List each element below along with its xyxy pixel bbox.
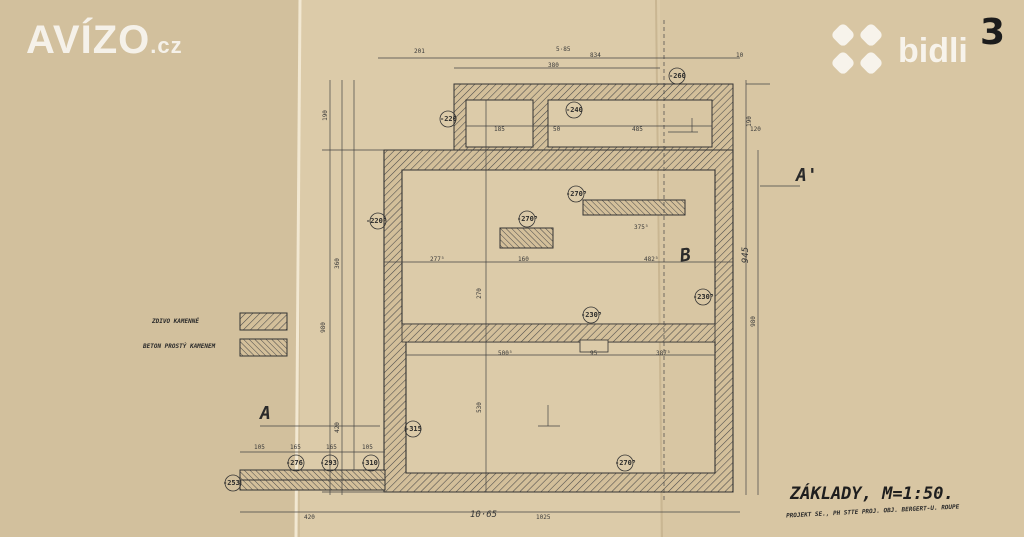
legend-swatch-stone [239,312,288,331]
dimension-label: 420 [333,422,341,433]
level-label: -315 [405,425,422,433]
dimension-label: 190 [745,116,753,127]
avizo-watermark: AVÍZO.cz [26,18,183,62]
level-label: -253 [223,479,240,487]
level-label: -270⁵ [566,190,588,198]
paper-left-panel [0,0,300,537]
dimension-label: 160 [518,256,529,263]
interior-footing-2 [499,227,554,249]
legend-label-stone: ZDIVO KAMENNÉ [152,318,199,325]
bidli-logo-icon [832,24,882,74]
dimension-label: 530 [475,402,483,413]
dimension-label: 980 [319,322,327,333]
level-label: -276 [286,459,303,467]
page-number: 3 [980,12,1006,53]
level-label: -220 [440,115,457,123]
level-markers [224,67,712,492]
bidli-watermark: bidli [828,22,968,80]
annex-wall [453,83,734,153]
dimension-label: 105 [254,444,265,451]
dimension-label: 277⁵ [430,256,445,263]
dimension-label: 165 [326,444,337,451]
section-mark-a-left: A [260,403,271,424]
dimension-label: 105 [362,444,373,451]
dimension-lines [240,20,800,513]
stepped-footings [239,469,386,491]
level-label: -260 [669,72,686,80]
level-label: -230⁵ [693,293,715,301]
dimension-label: 485 [632,126,643,133]
interior-footing-1 [582,199,686,216]
level-label: -220⁵ [366,217,388,225]
legend-label-concrete: BETON PROSTÝ KAMENEM [143,343,216,350]
dimension-label: 360 [333,258,341,269]
dimension-label: 95 [590,350,598,357]
legend-swatch-concrete [239,338,288,357]
dimension-label: 420 [304,514,315,521]
fold-line-1 [294,0,302,537]
dimension-label: 1025 [536,514,551,521]
level-label: -230⁵ [581,311,603,319]
dimension-label: 120 [750,126,761,133]
level-label: -270⁵ [615,459,637,467]
dimension-label: 165 [290,444,301,451]
dimension-label: 834 [590,52,601,59]
dimension-label: 500⁵ [498,350,513,357]
dimension-label: 387⁵ [656,350,671,357]
dimension-label: 375⁵ [634,224,649,231]
dimension-label: 380 [548,62,559,69]
bidli-name: bidli [898,31,968,70]
level-label: -310 [361,459,378,467]
dimension-label: 482⁵ [644,256,659,263]
dimension-label: 270 [475,288,483,299]
dimension-label: 5·85 [556,46,571,53]
dimension-label: 10 [736,52,744,59]
dimension-label: 10·65 [470,510,498,520]
dimension-label: 185 [494,126,505,133]
dimension-label: 945 [741,246,752,264]
level-label: -240 [566,106,583,114]
section-mark-a-right: A' [796,165,818,186]
dimension-label: 201 [414,48,425,55]
sheet-title: ZÁKLADY, M=1:50. [790,484,954,504]
dimension-label: 980 [749,316,757,327]
dimension-label: 190 [321,110,329,121]
level-label: -293 [320,459,337,467]
level-label: -270⁵ [517,215,539,223]
main-foundation-walls [383,149,734,493]
dimension-label: 50 [553,126,561,133]
